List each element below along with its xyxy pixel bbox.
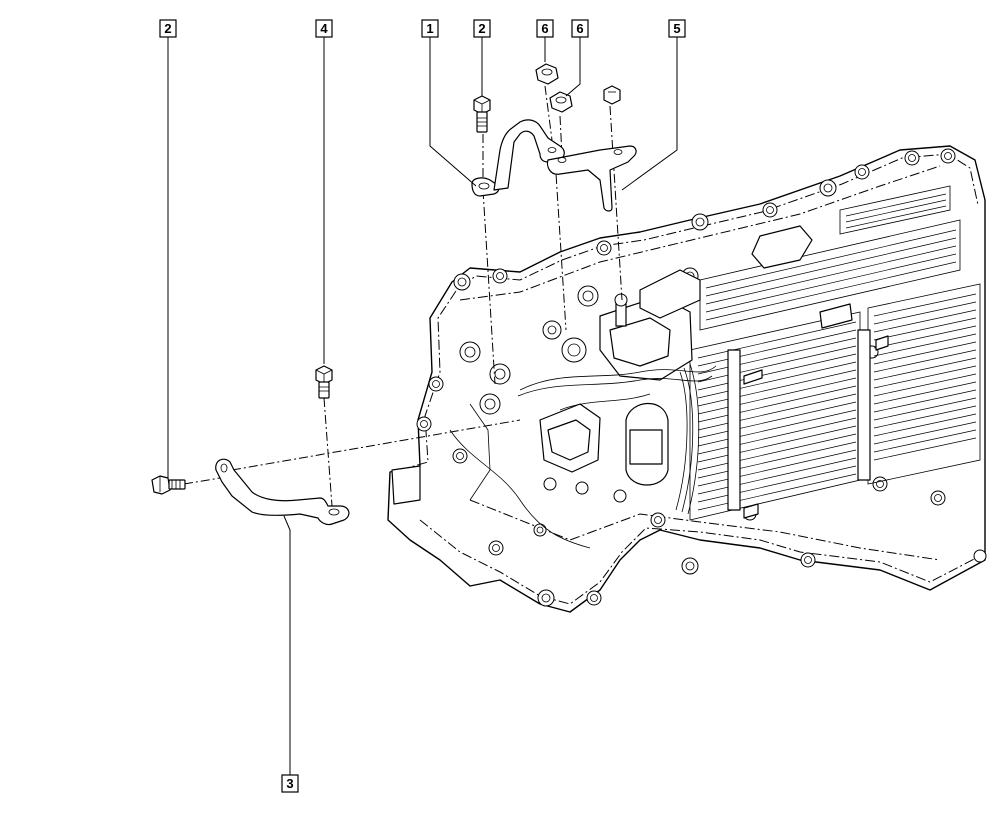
svg-text:6: 6 [576, 21, 583, 36]
flange-bolt-bosses [416, 148, 987, 607]
bracket-5 [546, 145, 637, 212]
nut-6-lower [549, 91, 573, 113]
transmission-housing [387, 145, 987, 613]
upper-bracket [471, 119, 565, 197]
callout-6-right: 6 [571, 19, 589, 38]
leader-lines [167, 36, 678, 776]
callout-3: 3 [281, 774, 299, 793]
svg-text:2: 2 [164, 21, 171, 36]
callout-2-left: 2 [159, 19, 177, 38]
svg-text:5: 5 [673, 21, 680, 36]
bolt-4 [315, 365, 333, 399]
central-mechanism [391, 225, 853, 549]
bolt-2-left [151, 475, 186, 495]
bolt-2-top [473, 95, 491, 133]
nut-6-upper [535, 63, 559, 85]
strap-bracket [215, 458, 350, 526]
assembly-axes [183, 85, 623, 507]
callout-2-top: 2 [473, 19, 491, 38]
clip-nut [603, 85, 621, 105]
callout-1: 1 [421, 19, 439, 38]
callout-4: 4 [315, 19, 333, 38]
callout-6-left: 6 [536, 19, 554, 38]
svg-text:2: 2 [478, 21, 485, 36]
svg-text:3: 3 [286, 776, 293, 791]
callout-5: 5 [668, 19, 686, 38]
svg-text:6: 6 [541, 21, 548, 36]
svg-text:1: 1 [426, 21, 433, 36]
housing-studs [743, 335, 889, 519]
svg-text:4: 4 [320, 21, 328, 36]
cooler-fins [689, 185, 981, 521]
